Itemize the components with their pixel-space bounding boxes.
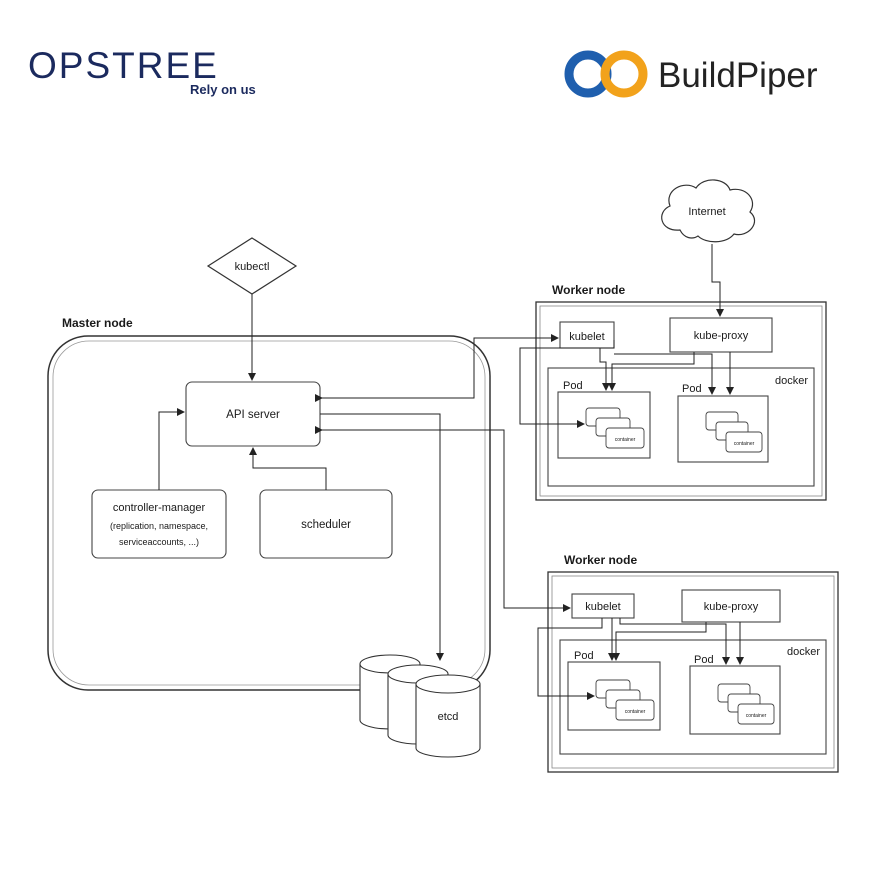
scheduler-label: scheduler bbox=[301, 519, 351, 531]
controller-manager-detail-1: (replication, namespace, bbox=[110, 521, 208, 531]
worker-2-pod-b-container-label: container bbox=[746, 713, 767, 719]
kubectl-node: kubectl bbox=[206, 237, 298, 295]
worker-1-docker-label: docker bbox=[775, 375, 808, 387]
worker-2-pod-b-label: Pod bbox=[694, 654, 714, 666]
worker-2-kube-proxy-label: kube-proxy bbox=[704, 601, 759, 613]
worker-2-docker-label: docker bbox=[787, 646, 820, 658]
api-server-label: API server bbox=[226, 409, 280, 421]
internet-cloud-icon: Internet bbox=[661, 179, 756, 243]
worker-node-1-title: Worker node bbox=[552, 283, 625, 297]
worker-2-pod-a-label: Pod bbox=[574, 650, 594, 662]
worker-node-2-title: Worker node bbox=[564, 553, 637, 567]
worker-2-kubelet-box bbox=[571, 593, 635, 619]
worker-1-kubelet-box bbox=[559, 321, 615, 349]
worker-1-pod-b-container-label: container bbox=[734, 441, 755, 447]
opstree-logo: OPSTREE Rely on us bbox=[28, 44, 268, 100]
etcd-label: etcd bbox=[438, 711, 459, 723]
buildpiper-mark-icon bbox=[564, 50, 648, 98]
kubectl-label: kubectl bbox=[235, 261, 270, 273]
opstree-tagline: Rely on us bbox=[190, 82, 256, 97]
worker-2-docker-box bbox=[559, 639, 827, 755]
internet-label: Internet bbox=[688, 206, 725, 218]
master-node-title: Master node bbox=[62, 316, 133, 330]
opstree-wordmark: OPSTREE bbox=[28, 45, 219, 86]
etcd-database-icon: etcd bbox=[359, 654, 481, 758]
worker-1-pod-a-label: Pod bbox=[563, 380, 583, 392]
worker-1-kube-proxy-box bbox=[669, 317, 773, 353]
worker-1-kubelet-label: kubelet bbox=[569, 331, 604, 343]
worker-node-2-box bbox=[547, 571, 839, 773]
controller-manager-label: controller-manager bbox=[113, 502, 206, 514]
controller-manager-detail-2: serviceaccounts, ...) bbox=[119, 537, 199, 547]
worker-1-kube-proxy-label: kube-proxy bbox=[694, 330, 749, 342]
worker-2-kubelet-label: kubelet bbox=[585, 601, 620, 613]
worker-1-pod-a-container-label: container bbox=[615, 437, 636, 443]
worker-2-kube-proxy-box bbox=[681, 589, 781, 623]
buildpiper-logo: BuildPiper bbox=[562, 46, 862, 106]
worker-1-pod-b-label: Pod bbox=[682, 383, 702, 395]
buildpiper-wordmark: BuildPiper bbox=[658, 56, 818, 95]
worker-2-pod-a-container-label: container bbox=[625, 709, 646, 715]
